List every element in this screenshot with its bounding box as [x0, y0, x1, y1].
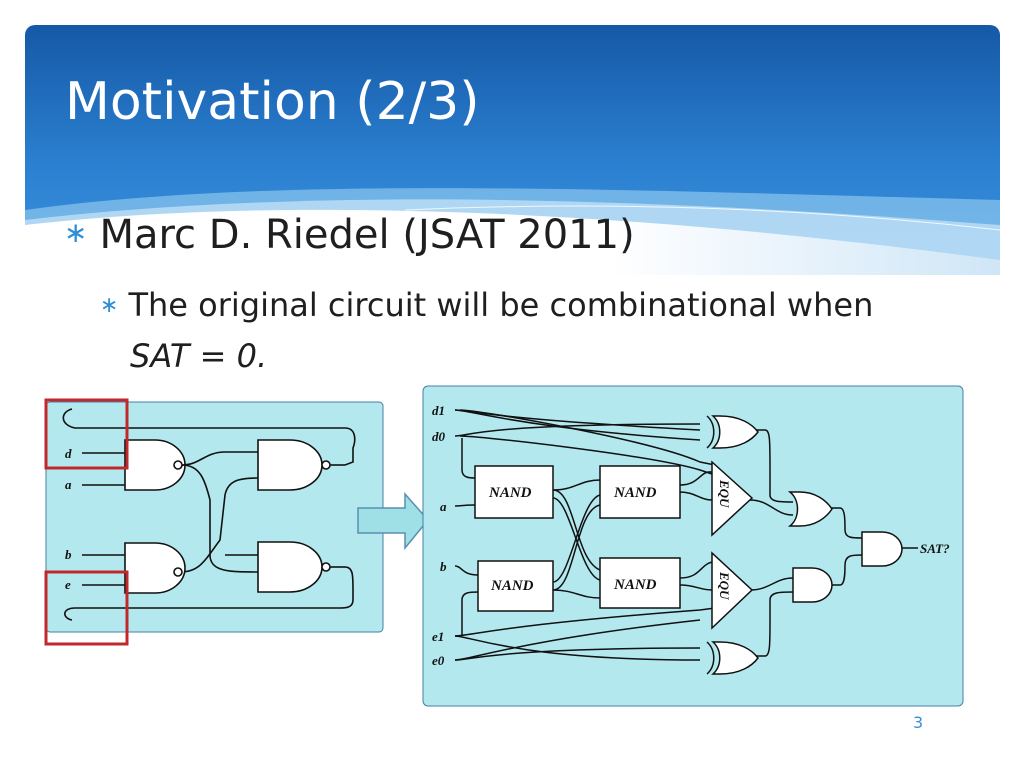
left-input-e: e: [65, 577, 71, 592]
xor-gate-bottom: [711, 641, 759, 675]
output-label-sat: SAT?: [920, 541, 950, 556]
equ-triangle-1: [711, 460, 754, 537]
right-input-d0: d0: [432, 429, 446, 444]
equ-label-1: EQU: [717, 479, 732, 508]
left-circuit-panel: [45, 401, 384, 633]
bullet-level2-line1: The original circuit will be combination…: [128, 286, 874, 324]
highlight-box-top: [44, 398, 129, 470]
right-input-a: a: [440, 499, 447, 514]
equ-label-2: EQU: [717, 571, 732, 600]
bullet-level2-line2: SAT = 0.: [130, 337, 268, 375]
equ-triangle-2: [711, 551, 754, 630]
left-input-d: d: [65, 446, 72, 461]
right-circuit: d1 d0 a b e1 e0 NAND NAND NAND NAND EQU …: [422, 385, 964, 707]
nand-label-2: NAND: [613, 485, 657, 501]
bullet-level2: ∗ The original circuit will be combinatio…: [100, 282, 980, 379]
nand-box-4: [599, 557, 681, 609]
nand-label-1: NAND: [488, 485, 532, 501]
page-number: 3: [913, 713, 924, 732]
final-and-gate: [861, 531, 903, 567]
bullet-level1: ∗ Marc D. Riedel (JSAT 2011): [64, 212, 635, 258]
right-input-b: b: [440, 559, 447, 574]
right-input-d1: d1: [432, 403, 445, 418]
right-input-e1: e1: [432, 629, 444, 644]
transform-arrow-icon: [357, 492, 429, 551]
left-input-b: b: [65, 547, 72, 562]
bullet-level1-text: Marc D. Riedel (JSAT 2011): [99, 212, 635, 258]
bullet-star-icon: ∗: [100, 293, 119, 318]
left-circuit: d a b e: [44, 398, 384, 646]
header-band: [25, 25, 1000, 275]
nand-box-3: [477, 560, 554, 612]
right-circuit-panel: [422, 385, 964, 707]
nand-box-1: [474, 465, 554, 519]
bullet-star-icon: ∗: [64, 216, 88, 249]
left-input-a: a: [65, 477, 72, 492]
xor-gate-top: [711, 415, 759, 449]
or-gate: [787, 491, 833, 527]
nand-box-2: [599, 465, 681, 519]
nand-label-3: NAND: [490, 578, 534, 594]
highlight-box-bottom: [44, 570, 129, 646]
nand-label-4: NAND: [613, 577, 657, 593]
slide-title: Motivation (2/3): [65, 72, 480, 132]
and-gate: [792, 567, 833, 603]
right-input-e0: e0: [432, 653, 445, 668]
